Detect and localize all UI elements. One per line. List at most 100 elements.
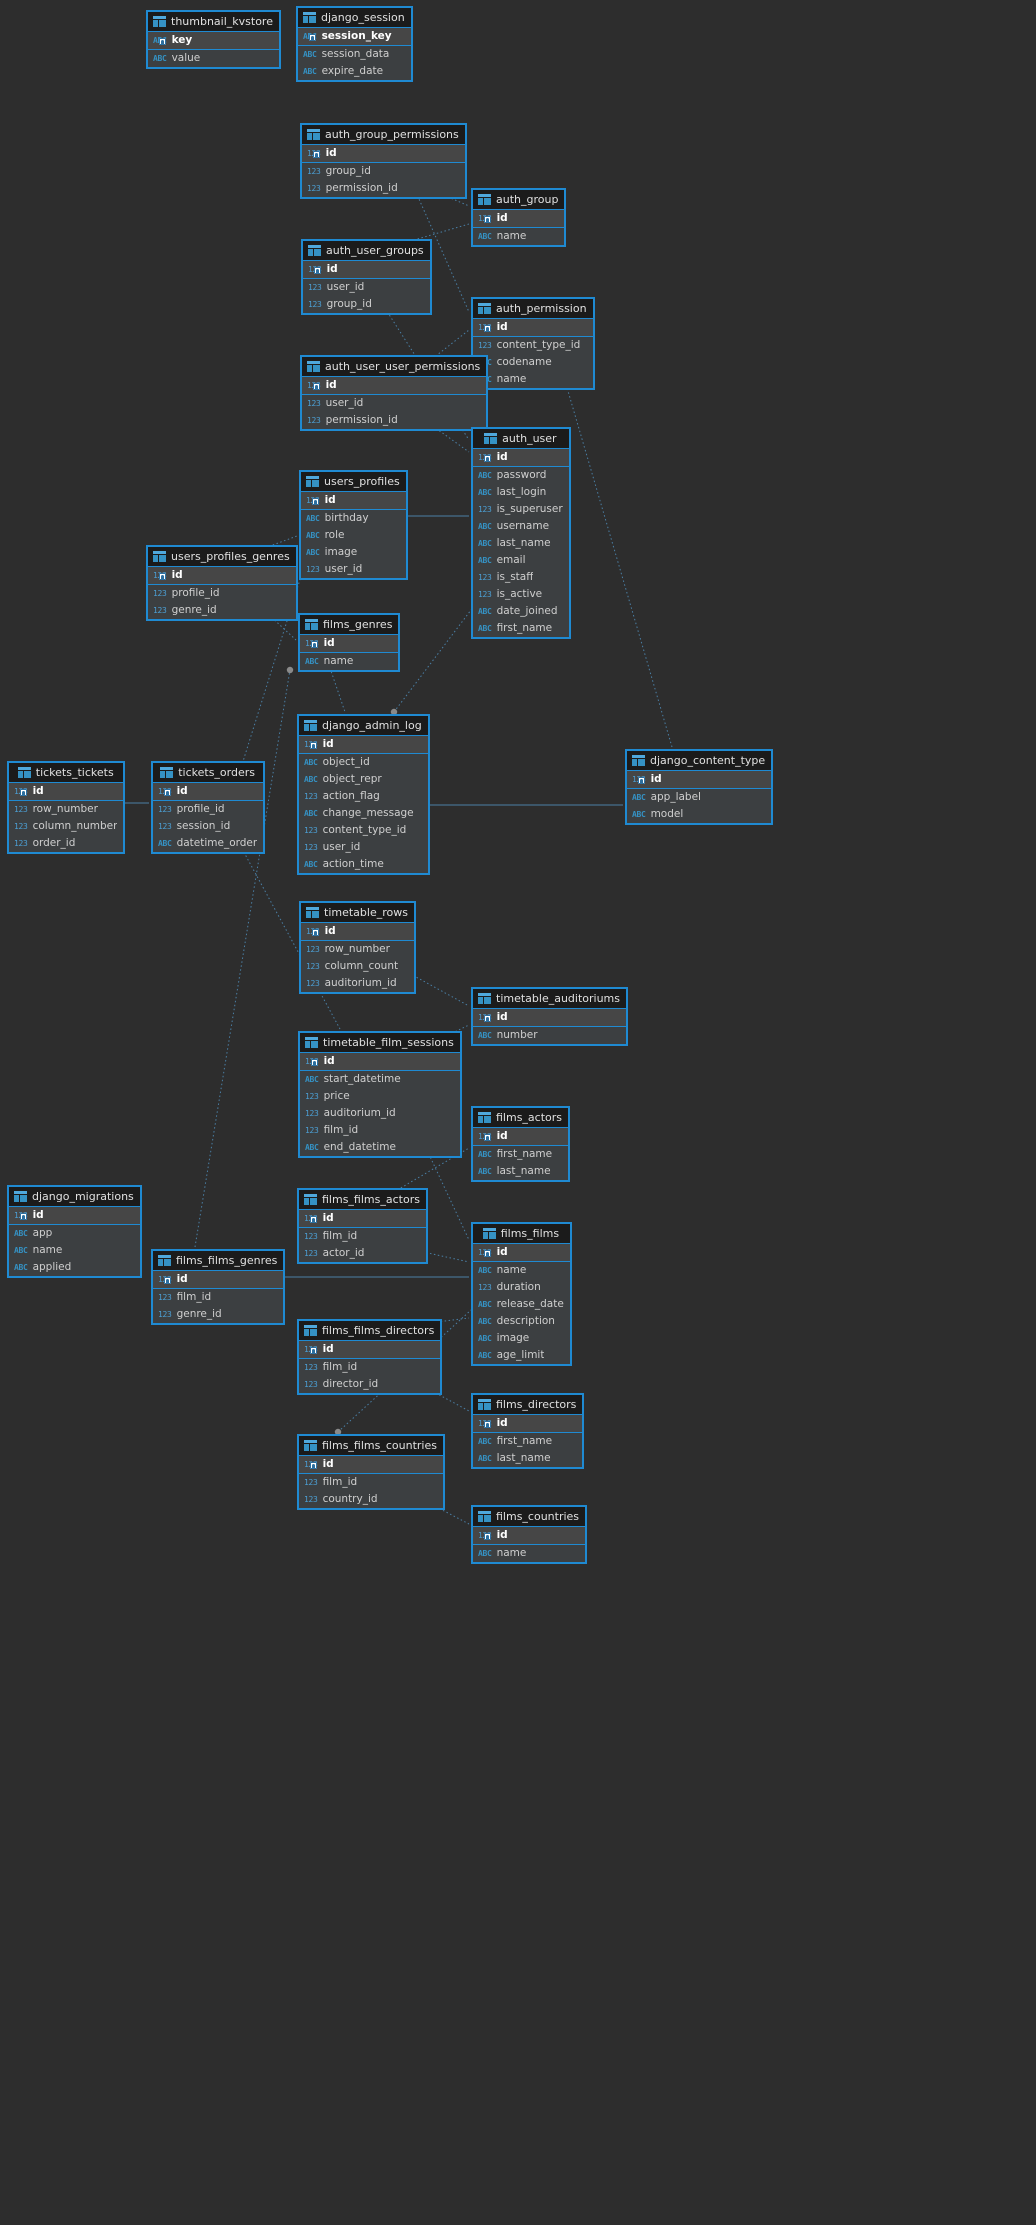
entity-header[interactable]: tickets_tickets <box>9 763 124 783</box>
entity-header[interactable]: films_films_directors <box>299 1321 441 1341</box>
entity-header[interactable]: users_profiles_genres <box>148 547 296 567</box>
entity-header[interactable]: auth_group_permissions <box>302 125 465 145</box>
entity-header[interactable]: django_migrations <box>9 1187 140 1207</box>
entity-header[interactable]: thumbnail_kvstore <box>148 12 279 32</box>
entity-header[interactable]: django_admin_log <box>299 716 428 736</box>
entity-header[interactable]: timetable_rows <box>301 903 414 923</box>
entity-header[interactable]: auth_user_groups <box>303 241 430 261</box>
entity-header[interactable]: films_films_genres <box>153 1251 284 1271</box>
entity-header[interactable]: auth_group <box>473 190 565 210</box>
entity-header[interactable]: auth_user <box>473 429 569 449</box>
entity-header[interactable]: django_content_type <box>627 751 772 771</box>
entity-header[interactable]: tickets_orders <box>153 763 264 783</box>
entity-header[interactable]: films_films <box>473 1224 570 1244</box>
entity-header[interactable]: films_films_actors <box>299 1190 426 1210</box>
entity-header[interactable]: timetable_auditoriums <box>473 989 627 1009</box>
